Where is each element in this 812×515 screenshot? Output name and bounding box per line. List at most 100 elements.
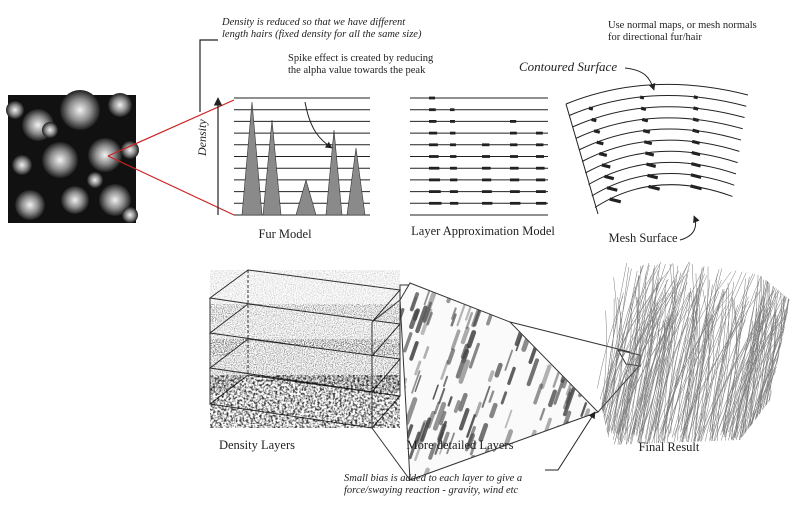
fur-strand <box>642 262 690 434</box>
approximation-dash <box>450 190 458 193</box>
hair-streak <box>446 348 456 365</box>
fur-strand <box>724 311 770 438</box>
hair-streak <box>446 432 455 455</box>
hair-streak <box>504 349 514 371</box>
fur-strand <box>641 263 661 443</box>
mesh-hair-dash <box>690 184 703 191</box>
hair-streak <box>489 402 498 419</box>
fur-strand <box>744 293 776 441</box>
mesh-hair-dash <box>591 117 597 123</box>
approximation-dash <box>450 143 456 147</box>
hair-streak <box>581 333 590 347</box>
mesh-contour-arc <box>594 184 733 208</box>
mesh-hair-dash <box>606 186 618 192</box>
mesh-hair-dash <box>690 173 702 179</box>
hair-streak <box>549 425 561 450</box>
hair-streak <box>426 410 436 429</box>
fur-strand <box>788 300 790 445</box>
texture-blob <box>108 93 132 117</box>
fur-strand <box>777 277 790 445</box>
hair-streak <box>414 375 422 393</box>
fur-strand <box>723 295 766 438</box>
hair-streak <box>573 301 581 318</box>
hair-streak <box>453 400 461 413</box>
mesh-hair-dash <box>691 139 701 145</box>
approximation-dash <box>510 201 521 205</box>
fur-strand <box>679 303 701 445</box>
fur-strand <box>720 292 757 436</box>
hair-streak <box>403 332 413 353</box>
fur-strand <box>690 279 711 445</box>
hair-streak <box>410 296 418 311</box>
approximation-dash <box>429 155 439 158</box>
fur-strand <box>656 317 690 445</box>
approximation-dash <box>429 120 437 123</box>
note-density-reduced: Density is reduced so that we have diffe… <box>222 17 422 41</box>
fur-strand <box>613 314 679 445</box>
hair-streak <box>561 314 569 328</box>
hair-streak <box>573 435 585 463</box>
fur-strand <box>778 271 790 435</box>
hair-streak <box>466 330 477 349</box>
hair-streak <box>578 369 590 398</box>
fur-strand <box>628 300 645 442</box>
fur-strand <box>730 320 753 445</box>
mesh-hair-dash <box>693 95 699 100</box>
fur-strand <box>631 292 690 434</box>
fur-strand <box>772 279 790 441</box>
approximation-dash <box>482 166 491 170</box>
mesh-hair-dash <box>691 150 701 157</box>
fur-strand <box>695 319 746 445</box>
hair-streak <box>507 366 516 385</box>
hair-streak <box>543 417 552 435</box>
hair-streak <box>441 431 450 448</box>
mesh-hair-dash <box>598 152 608 157</box>
fur-strand <box>710 281 735 445</box>
fur-strand <box>771 289 786 445</box>
approximation-dash <box>429 201 442 205</box>
approximation-dash <box>510 120 517 123</box>
approximation-dash <box>482 155 490 158</box>
texture-blob <box>12 155 32 175</box>
approximation-dash <box>482 190 492 193</box>
fur-strand <box>733 279 768 439</box>
fur-strand <box>789 287 790 435</box>
hair-streak <box>450 313 457 327</box>
fur-strand <box>659 287 729 431</box>
hair-streak <box>474 401 482 418</box>
fur-strand <box>640 308 661 433</box>
hair-streak <box>481 385 491 408</box>
caption-density-layers: Density Layers <box>218 438 296 452</box>
hair-spike <box>346 147 366 216</box>
approximation-dash <box>429 178 441 182</box>
hair-streak <box>534 307 544 326</box>
approximation-dash <box>536 143 544 147</box>
fur-strand <box>743 277 762 442</box>
approximation-dash <box>429 131 438 135</box>
hair-streak <box>563 349 570 365</box>
fur-strand <box>593 310 607 445</box>
hair-streak <box>574 345 584 365</box>
approximation-dash <box>536 190 546 193</box>
fur-strand <box>699 305 720 440</box>
mesh-hair-dash <box>604 174 615 181</box>
hair-streak <box>526 358 540 387</box>
approximation-dash <box>510 131 517 135</box>
fur-strand <box>670 275 708 434</box>
fur-strand <box>749 262 769 436</box>
hair-streak <box>442 375 449 387</box>
hair-streak <box>510 306 518 322</box>
hair-streak <box>411 370 421 394</box>
hair-streak <box>552 425 564 449</box>
approximation-dash <box>429 96 435 100</box>
caption-layer-approximation: Layer Approximation Model <box>411 224 555 238</box>
hair-streak <box>404 397 418 426</box>
approximation-dash <box>510 166 519 170</box>
hair-streak <box>504 409 513 429</box>
hair-spike <box>295 178 317 216</box>
mesh-contour-arc <box>581 139 740 162</box>
approximation-dash <box>450 108 455 112</box>
texture-blob <box>15 190 45 220</box>
fur-strand <box>694 284 713 442</box>
approximation-dash <box>429 108 436 112</box>
